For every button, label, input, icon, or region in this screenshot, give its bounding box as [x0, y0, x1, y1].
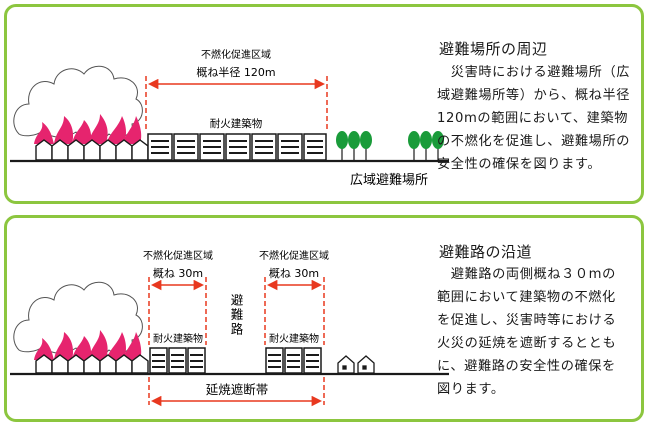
- distance-label-right: 概ね 30m: [269, 267, 319, 280]
- fireproof-buildings-left: [149, 347, 206, 374]
- zone-label-left: 不燃化促進区域: [143, 249, 213, 262]
- firebreak-label: 延焼遮断帯: [206, 382, 269, 397]
- panel-evacuation-site: 不燃化促進区域 概ね半径 120m 耐火建築物 広域避難場所 避難場所の周辺 災…: [4, 4, 644, 204]
- zone-label: 不燃化促進区域: [201, 48, 271, 61]
- description-line: 災害時における避難場所（広: [437, 65, 631, 80]
- fireproof-building-label: 耐火建築物: [210, 117, 263, 130]
- building-label-right: 耐火建築物: [269, 332, 319, 345]
- description-line: 避難路の両側概ね３０mの: [437, 267, 616, 282]
- description-line: 域避難場所等）から、概ね半径: [437, 88, 631, 103]
- building-label-left: 耐火建築物: [153, 332, 203, 345]
- section-description: 避難路の両側概ね３０mの 範囲において建築物の不燃化 を促進し、災害時等における…: [437, 263, 616, 401]
- diagram-evacuation-road: 不燃化促進区域 概ね 30m 不燃化促進区域 概ね 30m 耐火建築物 耐火建築…: [10, 249, 449, 407]
- dimension-left-30m: [148, 277, 207, 345]
- panel-evacuation-road: 不燃化促進区域 概ね 30m 不燃化促進区域 概ね 30m 耐火建築物 耐火建築…: [4, 215, 644, 422]
- fireproof-buildings: [147, 133, 327, 161]
- evacuation-site-label: 広域避難場所: [350, 173, 428, 188]
- dimension-right-30m: [264, 277, 325, 345]
- wooden-houses: [35, 139, 149, 161]
- distance-label-left: 概ね 30m: [153, 267, 203, 280]
- section-description: 災害時における避難場所（広 域避難場所等）から、概ね半径 120mの範囲において…: [437, 61, 630, 176]
- firebreak-belt: [148, 377, 325, 407]
- section-heading: 避難路の沿道: [439, 243, 533, 261]
- diagram-evacuation-site: 不燃化促進区域 概ね半径 120m 耐火建築物 広域避難場所: [10, 48, 449, 188]
- description-line: 安全性の確保を図ります。: [437, 157, 602, 172]
- tree-icon: [336, 131, 444, 160]
- dimension-radius-120m: [145, 76, 328, 132]
- description-line: を促進し、災害時等における: [437, 313, 617, 328]
- radius-label: 概ね半径 120m: [196, 65, 275, 79]
- description-line: 図ります。: [437, 382, 505, 397]
- road-label: 避難路: [229, 293, 244, 337]
- fire-icon: [34, 330, 142, 360]
- fire-icon: [34, 114, 142, 144]
- description-line: 火災の延焼を遮断するととも: [437, 336, 617, 351]
- description-line: 120mの範囲において、建築物: [437, 111, 629, 126]
- fireproof-buildings-right: [265, 347, 322, 374]
- description-line: に、避難路の安全性の確保を: [437, 359, 616, 374]
- description-line: 範囲において建築物の不燃化: [437, 290, 616, 305]
- houses-right: [337, 355, 375, 374]
- zone-label-right: 不燃化促進区域: [259, 249, 329, 262]
- description-line: の不燃化を促進し、避難場所の: [437, 134, 631, 149]
- section-heading: 避難場所の周辺: [439, 40, 548, 58]
